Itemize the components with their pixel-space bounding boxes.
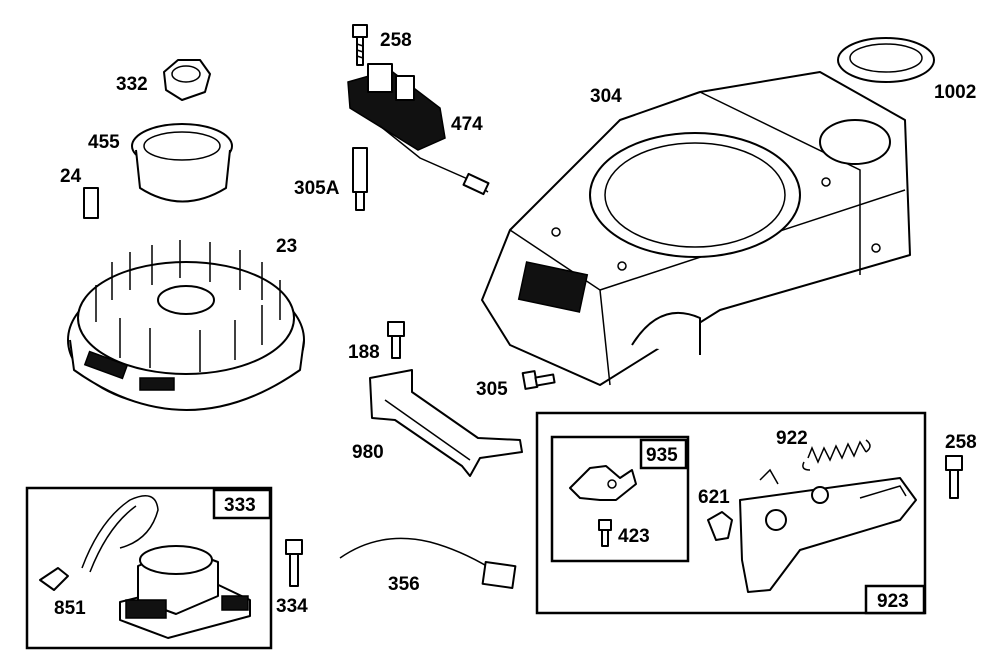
- bracket-980: [369, 369, 523, 477]
- tag-935-box: [639, 438, 688, 470]
- label-621: 621: [698, 487, 730, 508]
- ignition-module-333-frame: [25, 486, 273, 650]
- label-1002: 1002: [934, 82, 976, 103]
- label-980: 980: [352, 442, 384, 463]
- stud-305a: [352, 147, 368, 211]
- label-304: 304: [590, 86, 622, 107]
- label-332: 332: [116, 74, 148, 95]
- blower-housing: [481, 71, 911, 386]
- ground-wire-356: [339, 537, 517, 589]
- control-assembly-923-frame: [535, 411, 927, 615]
- label-258-top: 258: [380, 30, 412, 51]
- label-935: 935: [646, 445, 678, 466]
- clip-621: [707, 511, 733, 541]
- armature-474: [347, 63, 490, 196]
- screw-423: [598, 519, 612, 547]
- label-305: 305: [476, 379, 508, 400]
- control-plate-923: [739, 468, 917, 593]
- label-188: 188: [348, 342, 380, 363]
- spring-922: [802, 439, 871, 471]
- label-851: 851: [54, 598, 86, 619]
- label-23: 23: [276, 236, 297, 257]
- label-474: 474: [451, 114, 483, 135]
- clutch-cup-455: [131, 123, 233, 203]
- label-305a: 305A: [294, 178, 340, 199]
- bracket-935: [569, 465, 637, 501]
- bolt-258-right: [945, 455, 963, 499]
- bolt-258-top: [352, 24, 368, 66]
- seal-ring-1002: [837, 37, 935, 83]
- label-333: 333: [224, 495, 256, 516]
- tag-333-box: [212, 488, 272, 520]
- bolt-305: [521, 370, 556, 390]
- label-356: 356: [388, 574, 420, 595]
- tag-923-box: [864, 584, 926, 615]
- bolt-188: [387, 321, 405, 359]
- label-24: 24: [60, 166, 82, 187]
- label-258-right: 258: [945, 432, 977, 453]
- label-455: 455: [88, 132, 120, 153]
- label-923: 923: [877, 591, 909, 612]
- label-922: 922: [776, 428, 808, 449]
- bolt-334: [285, 539, 303, 587]
- nut-332: [163, 59, 211, 101]
- label-423: 423: [618, 526, 650, 547]
- ignition-module: [81, 495, 251, 639]
- key-24: [83, 187, 99, 219]
- label-334: 334: [276, 596, 308, 617]
- connector-851: [39, 567, 69, 591]
- flywheel-23: [67, 240, 305, 411]
